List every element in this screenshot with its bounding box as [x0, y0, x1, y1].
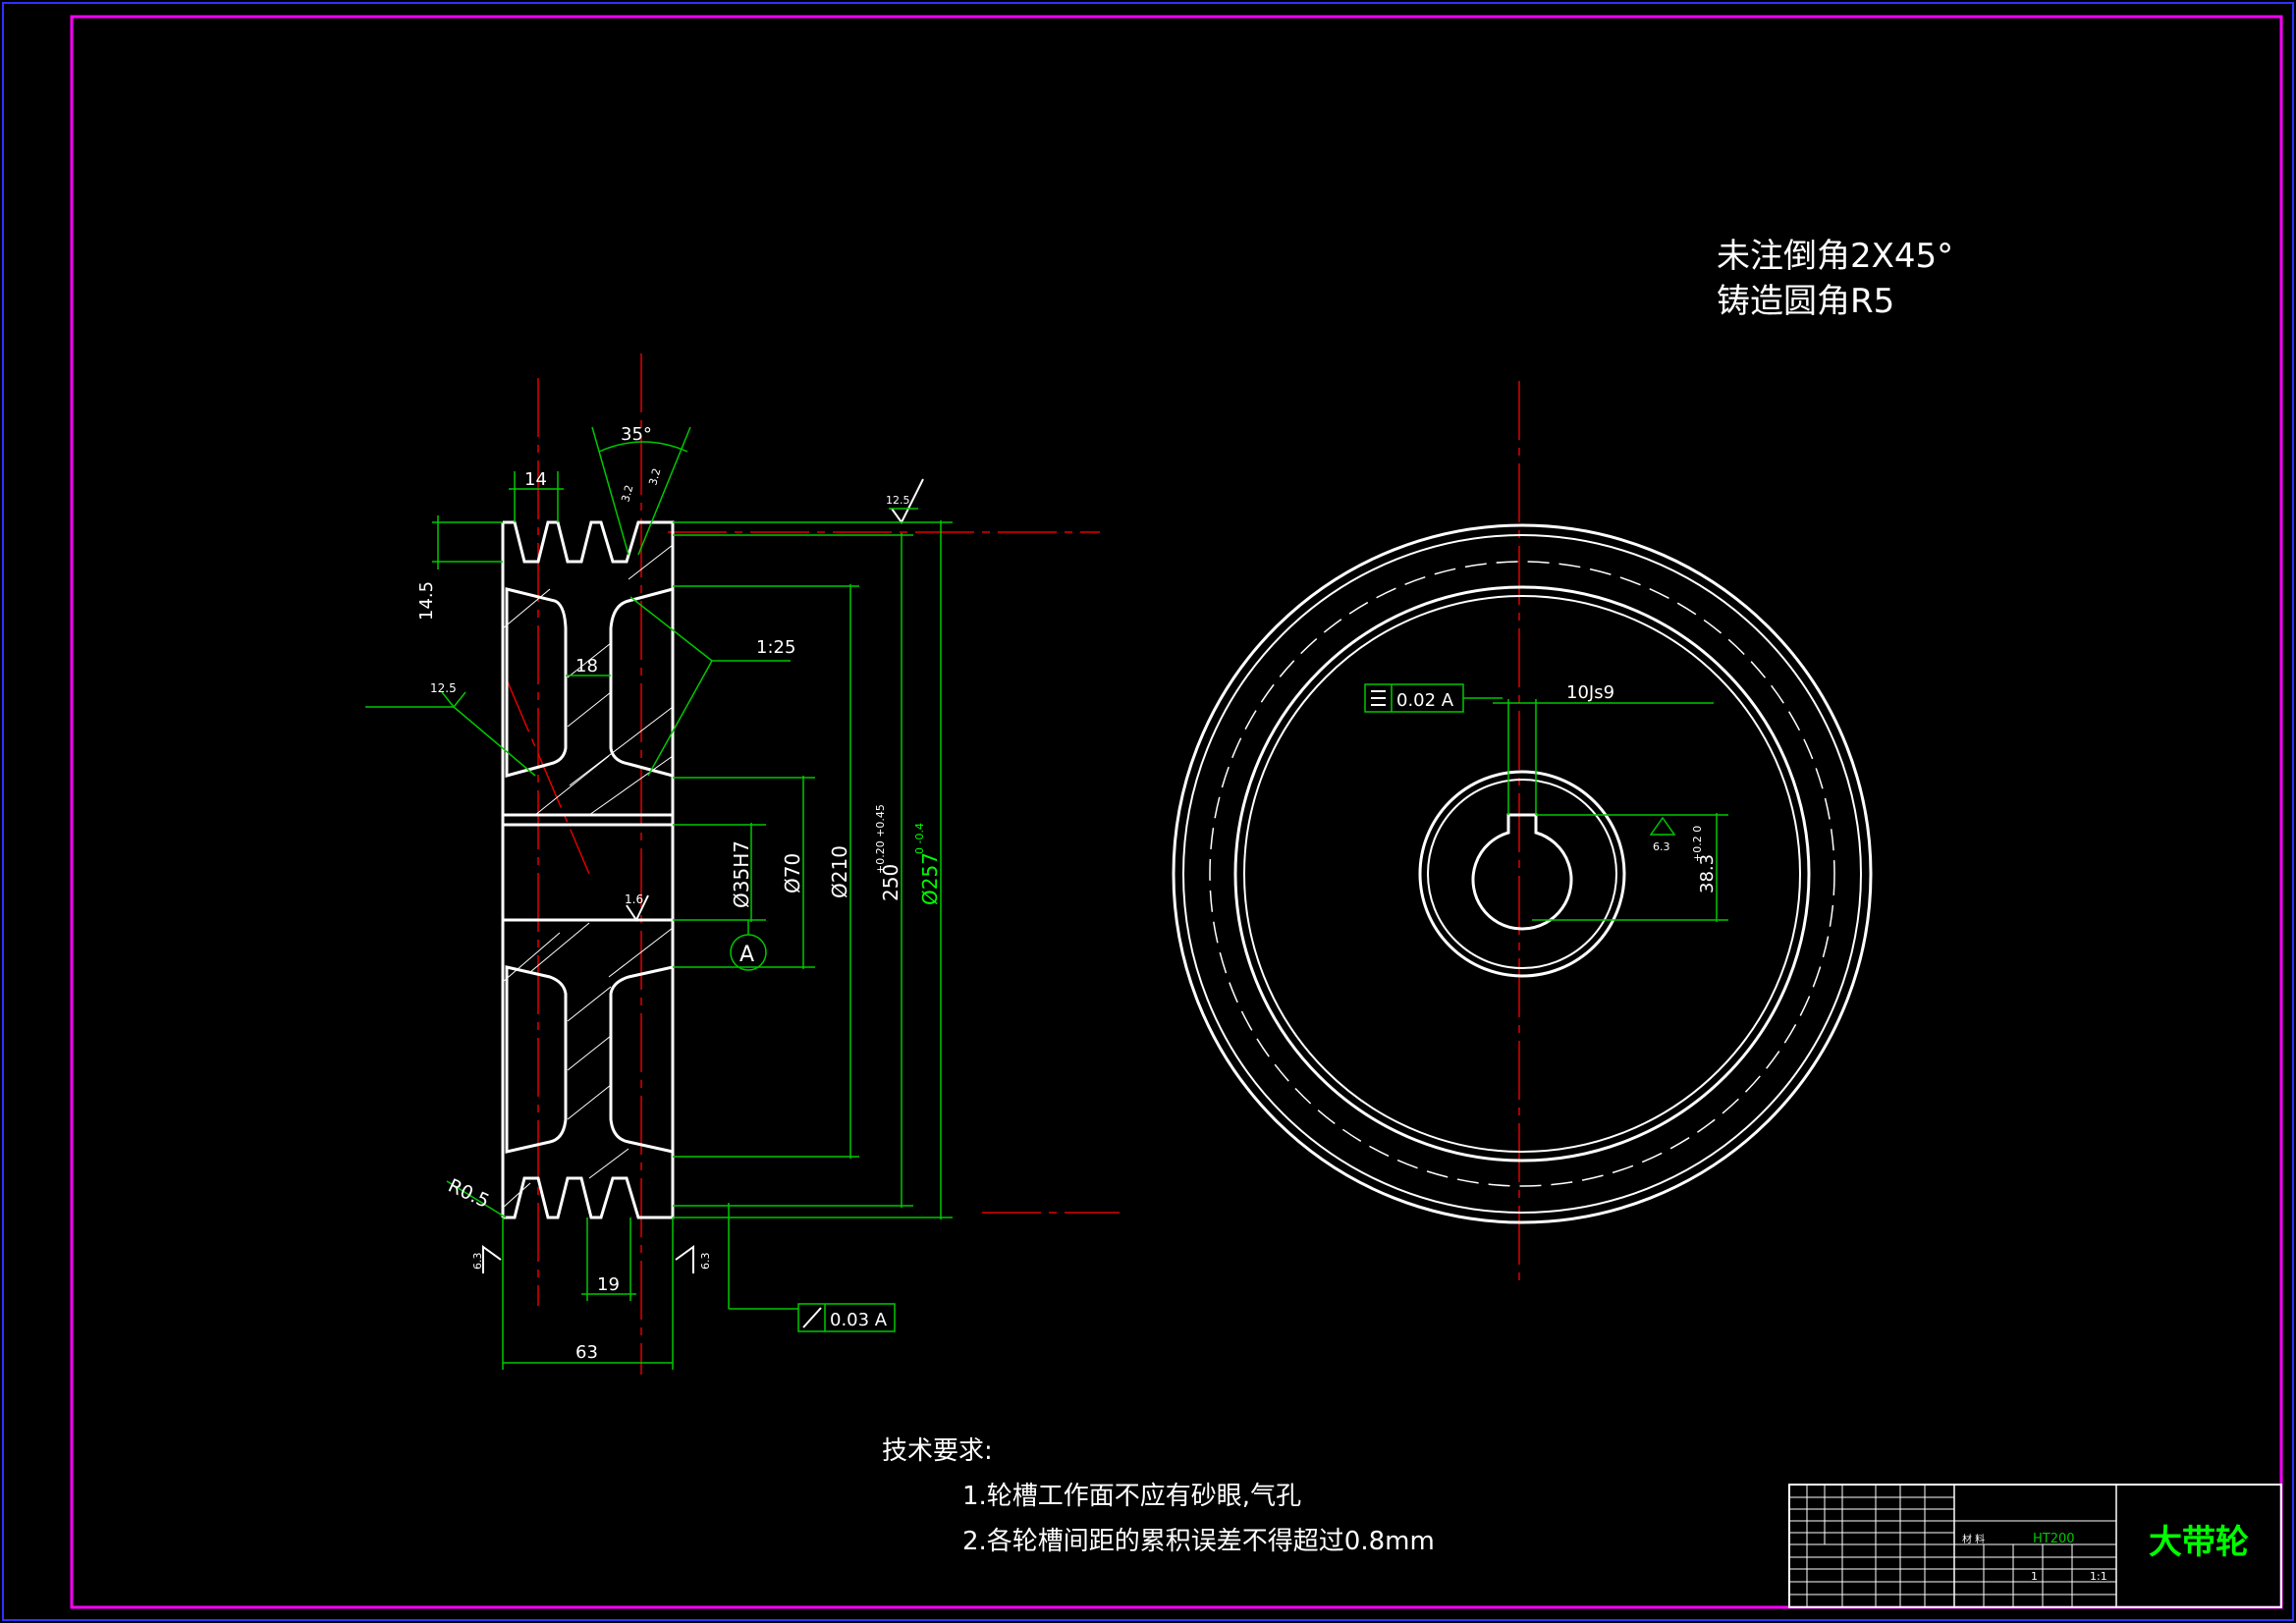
groove-angle-arc — [598, 441, 688, 453]
outer-rim-circle-2 — [1182, 534, 1862, 1214]
groove-pitch-bottom-dimension: 19 — [597, 1274, 620, 1295]
tech-req-item-2: 2.各轮槽间距的累积误差不得超过0.8mm — [962, 1527, 1435, 1556]
material-value: HT200 — [2033, 1532, 2075, 1546]
material-label: 材 料 — [1962, 1533, 1985, 1545]
section-hatching — [502, 544, 674, 1209]
groove-roughness-b: 3.2 — [646, 467, 663, 487]
hub-circle-2 — [1427, 779, 1617, 969]
roughness-keyway: 6.3 — [1653, 840, 1670, 853]
outside-diameter-tolerance: 0 -0.4 — [913, 823, 926, 854]
groove-angle-dimension: 35° — [621, 424, 652, 445]
keyway-depth-tolerance: +0.2 0 — [1691, 826, 1704, 862]
taper-leader-lower — [647, 660, 713, 777]
symmetry-frame: 0.02 A — [1364, 683, 1464, 713]
groove-pitch-top-dimension: 14 — [524, 469, 547, 490]
groove-angle-line-left — [591, 426, 629, 556]
outer-rim-circle — [1172, 523, 1873, 1224]
keyway-depth-dimension: 38.3 — [1697, 854, 1718, 893]
part-name: 大带轮 — [2149, 1523, 2249, 1562]
rim-bottom-outline — [503, 1149, 675, 1219]
tech-req-item-1: 1.轮槽工作面不应有砂眼,气孔 — [962, 1482, 1301, 1511]
symmetry-tolerance: 0.02 A — [1396, 690, 1454, 711]
upper-left-cavity — [505, 587, 568, 778]
width-dimension: 63 — [575, 1342, 598, 1363]
bore-with-keyway — [1471, 813, 1573, 931]
upper-right-cavity — [609, 587, 674, 778]
front-view: 0.02 A 10Js9 6.3 38.3 +0.2 0 — [1172, 381, 1873, 1286]
hub-circle — [1418, 770, 1626, 978]
title-block: 材 料 HT200 1 1:1 大带轮 — [1788, 1484, 2282, 1608]
hub-dimension: Ø70 — [781, 853, 804, 893]
groove-depth-dimension: 14.5 — [416, 581, 437, 621]
runout-frame: 0.03 A — [797, 1303, 896, 1332]
pitch-circle — [1209, 561, 1835, 1187]
quantity-value: 1 — [2031, 1570, 2038, 1583]
scale-value: 1:1 — [2090, 1570, 2107, 1583]
tech-req-heading: 技术要求: — [882, 1436, 993, 1466]
section-view: 35° 3.2 3.2 14 14.5 18 1:25 12.5 12.5 1.… — [365, 353, 1120, 1375]
general-notes: 未注倒角2X45° 铸造圆角R5 — [1717, 237, 1953, 321]
groove-angle-line-right — [637, 426, 691, 556]
bore-dimension: Ø35H7 — [730, 840, 753, 908]
roughness-left-leader — [453, 706, 536, 777]
technical-requirements: 技术要求: 1.轮槽工作面不应有砂眼,气孔 2.各轮槽间距的累积误差不得超过0.… — [882, 1436, 1435, 1556]
rim-inner-dimension: Ø210 — [828, 845, 851, 898]
rim-inner-circle — [1233, 585, 1811, 1163]
lower-right-cavity — [609, 965, 674, 1154]
roughness-left: 12.5 — [430, 681, 457, 695]
taper-dimension: 1:25 — [756, 637, 795, 658]
fillet-note: 铸造圆角R5 — [1717, 282, 1894, 321]
keyway-width-dimension: 10Js9 — [1566, 682, 1614, 703]
web-thickness-dimension: 18 — [575, 656, 598, 676]
groove-roughness-a: 3.2 — [619, 484, 635, 504]
runout-tolerance: 0.03 A — [830, 1310, 888, 1330]
section-diagonal-line — [505, 676, 590, 875]
outside-diameter-dimension: Ø257 — [918, 852, 942, 905]
pitch-diameter-tolerance: +0.20 +0.45 — [874, 804, 887, 874]
roughness-bore: 1.6 — [625, 893, 643, 906]
datum-a-label: A — [739, 943, 754, 967]
rim-inner-circle-2 — [1243, 595, 1801, 1153]
lower-left-cavity — [505, 965, 568, 1154]
taper-leader-upper — [629, 596, 713, 662]
roughness-top: 12.5 — [886, 494, 910, 507]
fillet-radius-dimension: R0.5 — [445, 1175, 493, 1213]
chamfer-note: 未注倒角2X45° — [1717, 237, 1953, 276]
roughness-face-left: 6.3 — [471, 1253, 484, 1271]
pitch-diameter-dimension: 250 — [879, 864, 902, 901]
roughness-face-right: 6.3 — [699, 1253, 712, 1271]
